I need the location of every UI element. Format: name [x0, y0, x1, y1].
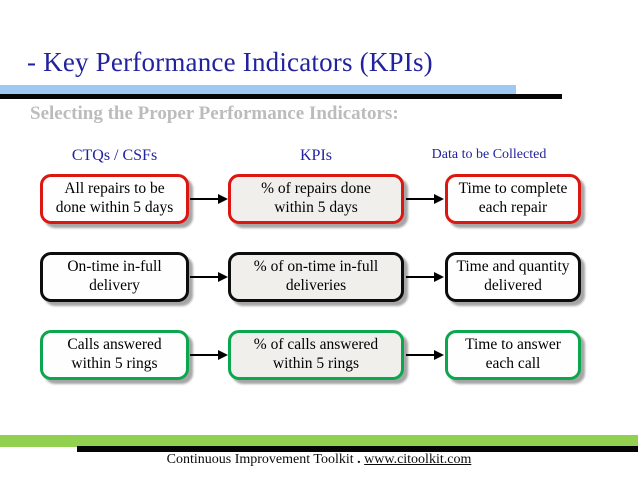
- arrow-head: [218, 272, 228, 282]
- data-box: Time to complete each repair: [445, 174, 581, 224]
- arrow-shaft: [190, 354, 220, 356]
- arrow-shaft: [190, 276, 220, 278]
- arrow-right-icon: [406, 349, 444, 361]
- footer: Continuous Improvement Toolkit . www.cit…: [0, 452, 638, 468]
- arrow-head: [434, 194, 444, 204]
- ctq-box: On-time in-full delivery: [40, 252, 189, 302]
- kpi-box: % of repairs done within 5 days: [228, 174, 404, 224]
- arrow-head: [434, 272, 444, 282]
- arrow-right-icon: [190, 193, 228, 205]
- arrow-right-icon: [190, 349, 228, 361]
- ctq-box: All repairs to be done within 5 days: [40, 174, 189, 224]
- title-highlight-bar: [0, 85, 516, 94]
- arrow-head: [218, 350, 228, 360]
- column-header-kpis: KPIs: [299, 147, 332, 164]
- data-box: Time to answer each call: [445, 330, 581, 380]
- column-header-ctqs-csfs: CTQs / CSFs: [71, 147, 158, 164]
- arrow-shaft: [406, 198, 436, 200]
- arrow-right-icon: [406, 271, 444, 283]
- footer-text: Continuous Improvement Toolkit: [166, 452, 354, 467]
- arrow-shaft: [406, 276, 436, 278]
- arrow-head: [218, 194, 228, 204]
- footer-link[interactable]: www.citoolkit.com: [364, 452, 472, 467]
- arrow-right-icon: [190, 271, 228, 283]
- kpi-box: % of on-time in-full deliveries: [228, 252, 404, 302]
- page-title: - Key Performance Indicators (KPIs): [27, 47, 433, 77]
- subtitle: Selecting the Proper Performance Indicat…: [30, 103, 399, 124]
- arrow-right-icon: [406, 193, 444, 205]
- arrow-shaft: [406, 354, 436, 356]
- arrow-shaft: [190, 198, 220, 200]
- bottom-green-bar: [0, 435, 638, 447]
- kpi-box: % of calls answered within 5 rings: [228, 330, 404, 380]
- ctq-box: Calls answered within 5 rings: [40, 330, 189, 380]
- footer-separator: .: [353, 452, 365, 467]
- arrow-head: [434, 350, 444, 360]
- data-box: Time and quantity delivered: [445, 252, 581, 302]
- column-header-data-to-be-collected: Data to be Collected: [431, 147, 547, 162]
- title-rule: [0, 94, 562, 99]
- bottom-rule: [77, 446, 638, 452]
